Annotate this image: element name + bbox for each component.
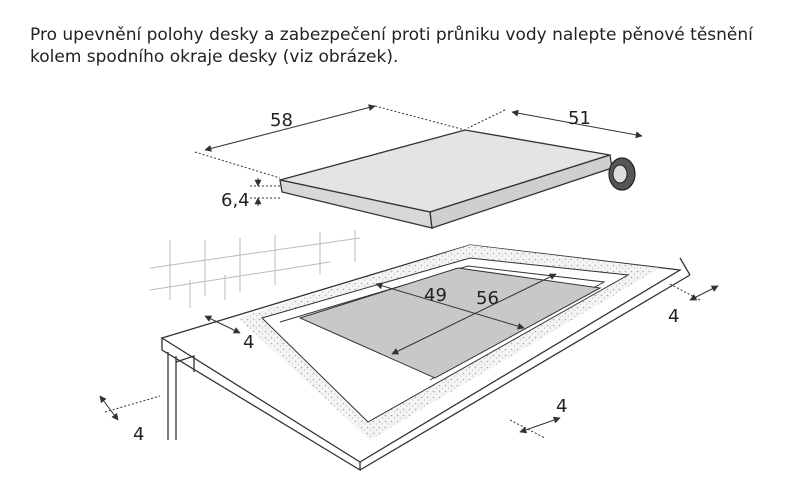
instruction-text: Pro upevnění polohy desky a zabezpečení … xyxy=(30,24,790,68)
wall-tiles xyxy=(149,230,361,308)
instruction-line-2: kolem spodního okraje desky (viz obrázek… xyxy=(30,47,399,67)
dimension-front-left: 4 xyxy=(133,424,144,445)
instruction-line-1: Pro upevnění polohy desky a zabezpečení … xyxy=(30,25,753,45)
hob xyxy=(279,129,613,229)
dimension-hob-width: 58 xyxy=(270,110,293,131)
dimension-hob-depth: 51 xyxy=(568,108,591,129)
dimension-cutout-width: 49 xyxy=(424,285,447,306)
seal-roll-icon xyxy=(608,157,636,191)
dimension-lines xyxy=(99,104,719,439)
dimension-cutout-depth: 56 xyxy=(476,288,499,309)
dimension-side-left: 4 xyxy=(243,332,254,353)
dimension-front-right: 4 xyxy=(556,396,567,417)
foam-seal xyxy=(238,245,660,440)
dimension-hob-thickness: 6,4 xyxy=(221,190,250,211)
dimension-side-right: 4 xyxy=(668,306,679,327)
